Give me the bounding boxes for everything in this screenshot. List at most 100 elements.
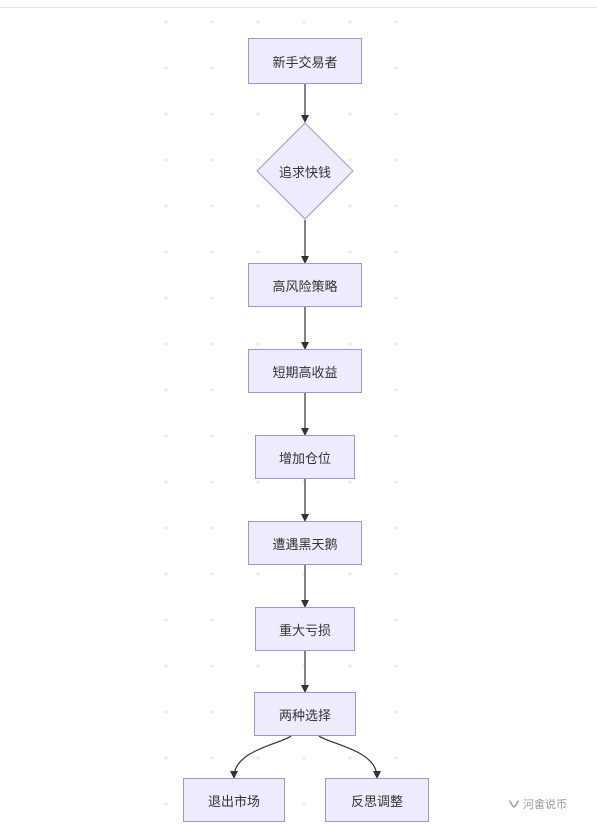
node-reflect-adjust: 反思调整 bbox=[325, 778, 429, 822]
watermark: 河畲说币 bbox=[508, 796, 567, 812]
grid-dot bbox=[394, 480, 398, 484]
grid-dot bbox=[164, 342, 168, 346]
grid-dot bbox=[394, 388, 398, 392]
grid-dot bbox=[256, 250, 260, 254]
grid-dot bbox=[164, 66, 168, 70]
node-label: 增加仓位 bbox=[278, 451, 331, 467]
grid-dot bbox=[164, 250, 168, 254]
grid-dot bbox=[348, 204, 352, 208]
grid-dot bbox=[210, 480, 214, 484]
grid-dot bbox=[348, 480, 352, 484]
wechat-channel-icon bbox=[508, 800, 520, 808]
edge-n8-to-n9 bbox=[230, 735, 292, 779]
node-high-risk-strategy: 高风险策略 bbox=[248, 263, 362, 307]
grid-dot bbox=[256, 342, 260, 346]
grid-dot bbox=[210, 250, 214, 254]
grid-dot bbox=[302, 756, 306, 760]
watermark-text: 河畲说币 bbox=[523, 798, 567, 811]
grid-dot bbox=[210, 664, 214, 668]
node-two-choices: 两种选择 bbox=[254, 692, 356, 736]
grid-dot bbox=[164, 618, 168, 622]
grid-dot bbox=[348, 572, 352, 576]
grid-dot bbox=[394, 710, 398, 714]
grid-dot bbox=[164, 480, 168, 484]
grid-dot bbox=[348, 20, 352, 24]
grid-dot bbox=[164, 710, 168, 714]
grid-dot bbox=[256, 112, 260, 116]
node-label: 两种选择 bbox=[278, 708, 331, 724]
node-label: 新手交易者 bbox=[272, 55, 338, 71]
grid-dot bbox=[394, 434, 398, 438]
grid-dot bbox=[164, 526, 168, 530]
grid-dot bbox=[394, 112, 398, 116]
grid-dot bbox=[348, 342, 352, 346]
node-label: 高风险策略 bbox=[272, 279, 338, 295]
grid-dot bbox=[394, 250, 398, 254]
grid-dot bbox=[256, 204, 260, 208]
grid-dot bbox=[256, 756, 260, 760]
decision-diamond-shape bbox=[256, 122, 354, 220]
grid-dot bbox=[256, 20, 260, 24]
grid-dot bbox=[210, 434, 214, 438]
node-label: 追求快钱 bbox=[278, 165, 331, 181]
grid-dot bbox=[256, 664, 260, 668]
grid-dot bbox=[164, 434, 168, 438]
node-increase-position: 增加仓位 bbox=[255, 435, 355, 479]
grid-dot bbox=[394, 618, 398, 622]
grid-dot bbox=[210, 296, 214, 300]
grid-dot bbox=[210, 526, 214, 530]
grid-dot bbox=[210, 388, 214, 392]
grid-dot bbox=[348, 664, 352, 668]
grid-dot bbox=[302, 20, 306, 24]
node-label: 退出市场 bbox=[207, 794, 260, 810]
grid-dot bbox=[394, 158, 398, 162]
grid-dot bbox=[164, 20, 168, 24]
node-label: 重大亏损 bbox=[278, 623, 331, 639]
grid-dot bbox=[164, 158, 168, 162]
grid-dot bbox=[394, 66, 398, 70]
grid-dot bbox=[164, 388, 168, 392]
node-major-loss: 重大亏损 bbox=[255, 607, 355, 651]
grid-dot bbox=[164, 802, 168, 806]
grid-dot bbox=[394, 756, 398, 760]
grid-dot bbox=[348, 112, 352, 116]
grid-dot bbox=[210, 158, 214, 162]
grid-dot bbox=[256, 158, 260, 162]
grid-dot bbox=[210, 20, 214, 24]
grid-dot bbox=[210, 204, 214, 208]
grid-dot bbox=[210, 112, 214, 116]
node-label: 遭遇黑天鹅 bbox=[272, 537, 338, 553]
grid-dot bbox=[164, 664, 168, 668]
grid-dot bbox=[394, 20, 398, 24]
node-black-swan: 遭遇黑天鹅 bbox=[248, 521, 362, 565]
grid-dot bbox=[210, 66, 214, 70]
node-exit-market: 退出市场 bbox=[183, 778, 285, 822]
grid-dot bbox=[210, 618, 214, 622]
grid-dot bbox=[394, 526, 398, 530]
grid-dot bbox=[394, 296, 398, 300]
grid-dot bbox=[394, 664, 398, 668]
grid-dot bbox=[348, 158, 352, 162]
grid-dot bbox=[394, 342, 398, 346]
node-label: 短期高收益 bbox=[272, 365, 338, 381]
grid-dot bbox=[210, 756, 214, 760]
grid-dot bbox=[164, 756, 168, 760]
grid-dot bbox=[164, 112, 168, 116]
grid-dot bbox=[210, 342, 214, 346]
grid-dot bbox=[256, 572, 260, 576]
edge-n8-to-n10 bbox=[318, 735, 381, 779]
grid-dot bbox=[348, 250, 352, 254]
decision-seek-quick-money: 追求快钱 bbox=[256, 122, 354, 220]
grid-dot bbox=[256, 480, 260, 484]
node-novice-trader: 新手交易者 bbox=[248, 38, 362, 84]
top-divider bbox=[0, 7, 597, 8]
node-short-term-high-return: 短期高收益 bbox=[248, 349, 362, 393]
grid-dot bbox=[348, 756, 352, 760]
grid-dot bbox=[302, 802, 306, 806]
grid-dot bbox=[164, 572, 168, 576]
grid-dot bbox=[164, 204, 168, 208]
grid-dot bbox=[210, 572, 214, 576]
grid-dot bbox=[394, 204, 398, 208]
